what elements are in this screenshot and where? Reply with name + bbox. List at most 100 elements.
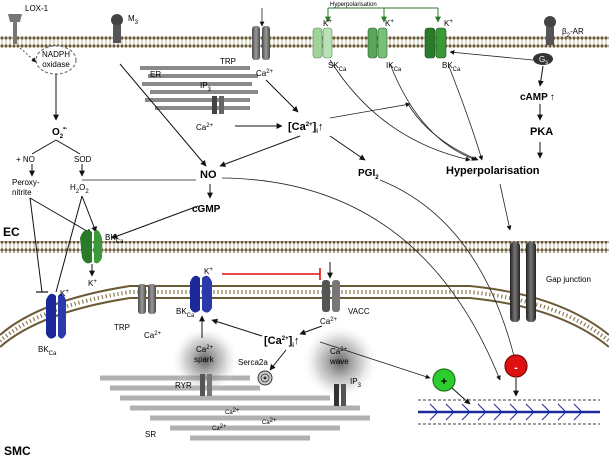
b2ar-text: β <box>562 27 567 36</box>
ca-text-2: Ca <box>196 123 207 132</box>
er-label: ER <box>150 70 161 79</box>
ca-text-4: Ca <box>320 317 331 326</box>
ip3-text: IP <box>200 81 208 90</box>
pgi2-text: PGI <box>358 168 375 179</box>
ip3-receptor-ec-icon <box>212 96 224 114</box>
ec-basal-membrane <box>0 241 609 253</box>
ca-er-label: Ca2+ <box>196 123 214 132</box>
ca-sup-8: 2+ <box>270 418 277 424</box>
h2o2-o: O <box>79 183 85 192</box>
ca-sup-2: 2+ <box>206 123 213 129</box>
smc-membrane <box>0 285 609 348</box>
ca-spark-label: spark <box>194 355 215 364</box>
k-bk-label: K+ <box>444 19 453 28</box>
cc-pre-2: [Ca <box>264 335 283 347</box>
k-text-6: K <box>204 267 210 276</box>
ip3-sub-2: 3 <box>358 383 362 389</box>
h2o2-s1: 2 <box>76 189 80 195</box>
lox1-receptor-icon <box>8 14 22 44</box>
plus-no-label: + NO <box>16 155 35 164</box>
ec-apical-membrane <box>0 36 609 48</box>
k-ec-basal-label: K+ <box>88 279 97 288</box>
serca2a-label: Serca2a <box>238 358 268 367</box>
trp-ec-label: TRP <box>220 57 236 66</box>
ca-trp-ec: Ca2+ <box>256 69 274 78</box>
sr-organelle <box>100 375 370 441</box>
k-sup-2: + <box>390 19 394 25</box>
ca-wave-label: wave <box>329 357 349 366</box>
cgmp-label: cGMP <box>192 204 221 215</box>
k-ik-label: K+ <box>385 19 394 28</box>
h2o2-s2: 2 <box>85 189 89 195</box>
ca-text: Ca <box>256 69 267 78</box>
ca-text-6: Ca <box>330 347 341 356</box>
gs-text: G <box>539 55 545 64</box>
m3-sub: 3 <box>135 20 139 26</box>
peroxy-label-2: nitrite <box>12 188 32 197</box>
ca-sup-5: 2+ <box>206 345 213 351</box>
b2ar-suffix: -AR <box>570 27 584 36</box>
k-text-5: K <box>60 289 66 298</box>
ca-sup-9: 2+ <box>220 424 227 430</box>
k-smc-left-label: K+ <box>60 289 69 298</box>
ip3-ec-label: IP3 <box>200 81 212 93</box>
lox1-label: LOX-1 <box>25 4 49 13</box>
trp-ec-channel-icon <box>252 26 270 60</box>
ca-conc-ec-label: [Ca2+]i↑ <box>288 121 323 135</box>
ca-spark-ca: Ca2+ <box>196 345 214 354</box>
cc-sup-2: 2+ <box>282 336 289 342</box>
ca-sup-3: 2+ <box>154 331 161 337</box>
minus-marker-icon <box>504 354 528 378</box>
k-sup: + <box>328 19 332 25</box>
bk-text-4: BK <box>176 307 187 316</box>
bk-sub: Ca <box>453 67 461 73</box>
gap-junction-label: Gap junction <box>546 275 591 284</box>
sr-label: SR <box>145 430 156 439</box>
hyperpol-main-label: Hyperpolarisation <box>446 165 540 177</box>
k-sup-3: + <box>449 19 453 25</box>
ec-region-label: EC <box>3 225 20 239</box>
k-sup-4: + <box>93 279 97 285</box>
gs-sub: s <box>545 60 548 66</box>
bk-ca-ec-channel-icon <box>424 27 447 59</box>
ca-text-8: Ca <box>262 420 270 426</box>
ip3-text-2: IP <box>350 377 358 386</box>
ca-sup-7: 2+ <box>233 408 240 414</box>
hyperpol-top-label: Hyperpolarisation <box>330 2 377 8</box>
ca-sup: 2+ <box>266 69 273 75</box>
k-text-2: K <box>385 19 391 28</box>
bk-sub-2: Ca <box>116 239 124 245</box>
er-organelle <box>140 66 258 110</box>
camp-text: cAMP <box>520 92 548 103</box>
ip3-receptor-smc-icon <box>334 384 346 406</box>
bk-ca-smc-left-channel-icon <box>46 293 66 339</box>
ik-ca-channel-icon <box>367 27 388 59</box>
bk-smc-center-label: BKCa <box>176 307 195 319</box>
ca-wave-glow <box>302 324 378 400</box>
bk-smc-left-label: BKCa <box>38 345 57 357</box>
bk-top-label: BKCa <box>442 61 461 73</box>
gap-junction-icon <box>510 242 536 322</box>
camp-up: ↑ <box>550 92 555 103</box>
gs-protein-icon <box>533 53 553 65</box>
cc-sub: i <box>316 129 318 135</box>
k-text-4: K <box>88 279 94 288</box>
h2o2-label: H2O2 <box>70 183 89 195</box>
ca-sup-4: 2+ <box>330 317 337 323</box>
m3-label: M3 <box>128 14 139 26</box>
cc-post-2: ] <box>289 335 293 347</box>
cc-up-2: ↑ <box>294 335 300 347</box>
ca-trp-smc: Ca2+ <box>144 331 162 340</box>
k-sup-5: + <box>65 289 69 295</box>
bk-ca-smc-center-channel-icon <box>190 275 212 313</box>
k-text: K <box>323 19 329 28</box>
ca-sr-2: Ca2+ <box>262 418 277 426</box>
ik-sub: Ca <box>394 67 402 73</box>
sk-ca-channel-icon <box>312 27 333 59</box>
pgi2-label: PGI2 <box>358 168 379 181</box>
minus-sign: - <box>514 362 518 374</box>
b2ar-sub: 2 <box>567 33 571 39</box>
pka-label: PKA <box>530 126 553 138</box>
k-sup-6: + <box>209 267 213 273</box>
